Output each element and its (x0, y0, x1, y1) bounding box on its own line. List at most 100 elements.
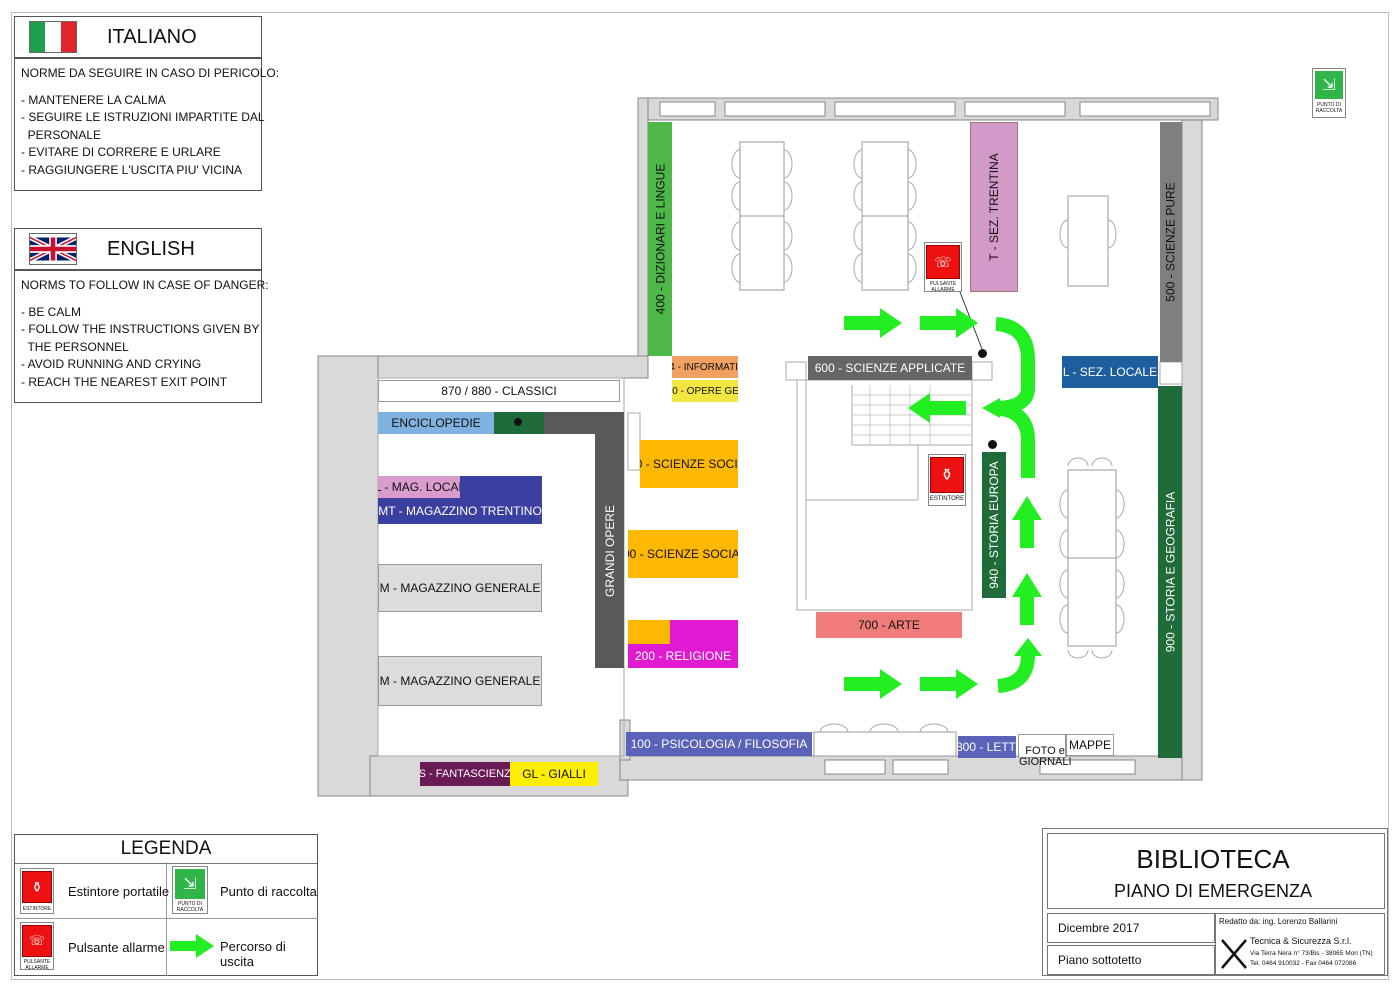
italiano-item: - MANTENERE LA CALMA (21, 92, 166, 107)
shelf-scienze-applicate-label: 600 - SCIENZE APPLICATE (814, 361, 966, 375)
shelf-scienze-sociali-1: 300 - SCIENZE SOCIALI (640, 440, 738, 488)
extinguisher-label: ESTINTORE (929, 496, 965, 502)
shelf-religione-orange (628, 620, 670, 644)
assembly-point-label: PUNTO DI RACCOLTA (1315, 102, 1343, 114)
shelf-fantascienza: FS - FANTASCIENZA (420, 762, 510, 786)
alarm-button-label: PULSANTE ALLARME (929, 281, 957, 293)
shelf-storia-europa: 940 - STORIA EUROPA (982, 452, 1006, 598)
italiano-item: - EVITARE DI CORRERE E URLARE (21, 145, 221, 159)
shelf-classici: 870 / 880 - CLASSICI (378, 380, 620, 402)
title-date: Dicembre 2017 (1058, 921, 1140, 935)
shelf-grandi-opere: GRANDI OPERE (595, 434, 624, 668)
title-piano: PIANO DI EMERGENZA (1113, 881, 1313, 901)
shelf-scienze-sociali-1-label: 300 - SCIENZE SOCIALI (640, 457, 738, 471)
exit-arrow (920, 669, 978, 699)
title-company-cell: Redatto da: ing. Lorenzo Ballarini Tecni… (1215, 913, 1385, 975)
title-author: Redatto da: ing. Lorenzo Ballarini (1219, 917, 1338, 926)
english-item: - REACH THE NEAREST EXIT POINT (21, 374, 228, 389)
shelf-arte: 700 - ARTE (816, 612, 962, 638)
title-block-main: BIBLIOTECA PIANO DI EMERGENZA (1047, 833, 1385, 909)
shelf-informatica-label: 004 - INFORMATICA (672, 361, 738, 373)
shelf-scienze-pure: 500 - SCIENZE PURE (1160, 122, 1182, 362)
exit-arrow (908, 393, 966, 423)
alarm-button-sign: ☏ PULSANTE ALLARME (924, 242, 962, 293)
shelf-mappe-label: MAPPE (1068, 738, 1111, 752)
shelf-mag-locale-label: ML - MAG. LOCALE (378, 480, 460, 494)
shelf-scienze-sociali-2: 300 - SCIENZE SOCIALI (628, 530, 738, 578)
english-item: - AVOID RUNNING AND CRYING (21, 357, 202, 371)
legend-extinguisher-sign-label: ESTINTORE (22, 906, 52, 912)
exit-curve (993, 401, 1035, 478)
italiano-item: - RAGGIUNGERE L'USCITA PIU' VICINA (21, 162, 243, 177)
shelf-informatica: 004 - INFORMATICA (672, 356, 738, 378)
shelf-gialli-label: GL - GIALLI (522, 767, 586, 781)
alarm-button-icon: ☏ (926, 245, 960, 279)
shelf-religione: 200 - RELIGIONE (628, 644, 738, 668)
legend-alarm-sign-label: PULSANTE ALLARME (23, 959, 51, 971)
shelf-arte-label: 700 - ARTE (858, 618, 920, 632)
legend-assembly-sign: ⇲ PUNTO DI RACCOLTA (172, 866, 208, 914)
shelf-dizionari: 400 - DIZIONARI E LINGUE (648, 122, 672, 356)
marker-dot (514, 418, 522, 426)
shelf-gialli: GL - GIALLI (510, 762, 598, 786)
shelf-enciclopedie-label: ENCICLOPEDIE (391, 416, 481, 430)
english-header: ENGLISH (14, 228, 262, 270)
legend-grid: ⚱ ESTINTORE Estintore portatile ⇲ PUNTO … (14, 862, 318, 976)
english-title: ENGLISH (107, 237, 195, 260)
shelf-foto-label: FOTO e GIORNALI (1019, 745, 1072, 768)
exit-arrow (844, 669, 902, 699)
shelf-scienze-applicate: 600 - SCIENZE APPLICATE (808, 356, 972, 380)
legend-punto-label: Punto di raccolta (220, 884, 317, 899)
shelf-religione-top (670, 620, 738, 644)
shelf-mag-generale-1-label: M - MAGAZZINO GENERALE (379, 581, 541, 595)
exit-curve (997, 654, 1035, 693)
shelf-mag-trentino-label: MT - MAGAZZINO TRENTINO (378, 504, 542, 518)
exit-curve (993, 317, 1035, 415)
legend-pulsante-label: Pulsante allarme (68, 940, 165, 955)
shelf-psicologia-label: 100 - PSICOLOGIA / FILOSOFIA (630, 737, 808, 751)
english-item: - FOLLOW THE INSTRUCTIONS GIVEN BY (21, 322, 260, 336)
shelf-sez-locale: L - SEZ. LOCALE (1062, 356, 1158, 388)
shelf-storia-geografia: 900 - STORIA E GEOGRAFIA (1158, 386, 1182, 758)
english-item: - BE CALM (21, 304, 82, 319)
shelf-mag-generale-2: M - MAGAZZINO GENERALE (378, 656, 542, 706)
shelf-religione-label: 200 - RELIGIONE (634, 649, 732, 663)
legend-alarm-sign: ☏ PULSANTE ALLARME (20, 922, 54, 971)
legend-estintore-label: Estintore portatile (68, 884, 170, 899)
legend-extinguisher-sign: ⚱ ESTINTORE (20, 868, 54, 914)
italiano-item: PERSONALE (21, 127, 102, 142)
title-floor: Piano sottotetto (1058, 953, 1142, 967)
legend-percorso-label: Percorso di uscita (220, 939, 286, 969)
shelf-fantascienza-label: FS - FANTASCIENZA (420, 768, 510, 780)
shelf-mag-generale-1: M - MAGAZZINO GENERALE (378, 564, 542, 612)
legend-exit-arrow-icon (170, 934, 214, 958)
shelf-mag-trentino: MT - MAGAZZINO TRENTINO (378, 498, 542, 524)
exit-arrow (1012, 573, 1042, 625)
exit-arrow (1012, 496, 1042, 548)
italiano-title: ITALIANO (107, 25, 197, 48)
shelf-sez-locale-label: L - SEZ. LOCALE (1062, 365, 1158, 379)
exit-arrow (844, 308, 902, 338)
shelf-opere-gen-label: 000 - OPERE GEN. (672, 385, 738, 397)
legend-title: LEGENDA (15, 835, 317, 864)
legend-assembly-icon: ⇲ (175, 869, 205, 899)
english-item: THE PERSONNEL (21, 339, 129, 354)
shelf-foto: FOTO e GIORNALI (1018, 734, 1072, 768)
legend-assembly-sign-label: PUNTO DI RACCOLTA (176, 901, 204, 913)
shelf-classici-label: 870 / 880 - CLASSICI (441, 384, 557, 398)
shelf-scienze-sociali-2-label: 300 - SCIENZE SOCIALI (628, 547, 738, 561)
title-address: Via Terra Nera n° 73/Bis - 38065 Mori (T… (1250, 950, 1373, 957)
title-floor-cell: Piano sottotetto (1047, 945, 1215, 975)
shelf-mag-generale-2-label: M - MAGAZZINO GENERALE (379, 674, 541, 688)
company-logo-icon (1221, 939, 1247, 969)
shelf-lett-label: 800 - LETT. (958, 740, 1016, 754)
shelf-opere-gen: 000 - OPERE GEN. (672, 380, 738, 402)
english-norms-title: NORMS TO FOLLOW IN CASE OF DANGER: (21, 278, 269, 292)
assembly-point-sign: ⇲ PUNTO DI RACCOLTA (1312, 68, 1346, 118)
shelf-enciclopedie: ENCICLOPEDIE (378, 412, 494, 434)
exit-arrow (920, 308, 978, 338)
italy-flag-icon (29, 21, 77, 53)
title-phone: Tel. 0464 910032 - Fax 0464 072086 (1250, 960, 1357, 967)
shelf-lett: 800 - LETT. (958, 736, 1016, 758)
